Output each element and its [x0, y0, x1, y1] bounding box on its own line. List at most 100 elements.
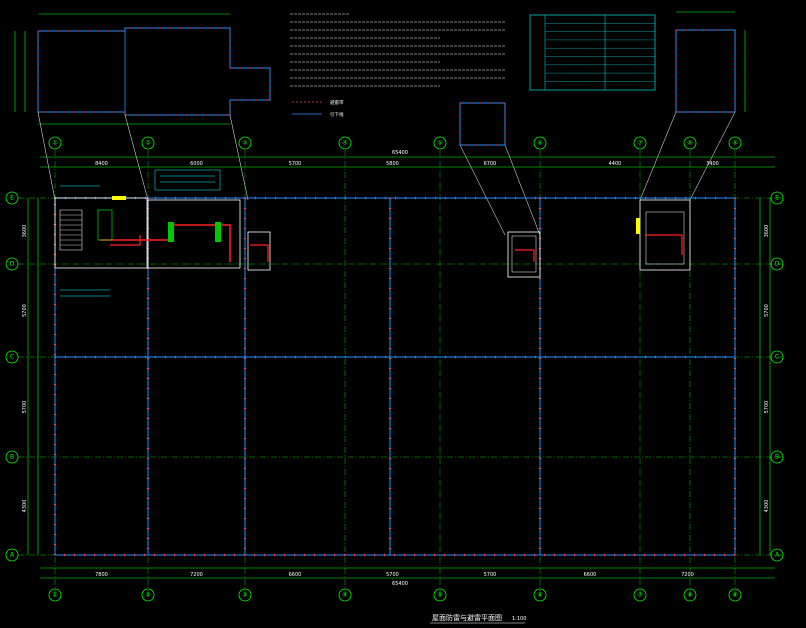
axis-bubble: [770, 350, 784, 364]
axis-bubble: [683, 136, 697, 150]
axis-bubble: [633, 136, 647, 150]
axis-bubble-label: A: [775, 552, 780, 559]
axis-bubble-label: B: [10, 454, 14, 461]
detail-plan-top-left: [14, 13, 271, 125]
axis-bubble-label: E: [775, 195, 779, 202]
callout-lines: [37, 111, 736, 236]
parameter-table: [529, 14, 656, 91]
dimension-text: 8400: [95, 161, 108, 167]
axis-bubble: [5, 257, 19, 271]
axis-bubble: [5, 450, 19, 464]
axis-bubble: [533, 136, 547, 150]
roof-lightning-strips: [53, 196, 737, 557]
axis-bubble-label: ④: [342, 592, 347, 599]
axis-bubble-label: ①: [52, 140, 57, 147]
legend-label-1: 引下线: [330, 111, 344, 118]
axis-bubble: [141, 136, 155, 150]
drawing-scale: 1:100: [512, 616, 526, 622]
axis-bubble-label: ②: [145, 140, 151, 147]
axis-bubble: [433, 136, 447, 150]
legend: 避雷带 引下线: [292, 99, 344, 118]
axis-bubble: [728, 588, 742, 602]
dimension-text: 4300: [764, 500, 770, 513]
dimension-text: 5700: [22, 401, 28, 414]
axis-bubble-label: C: [775, 354, 779, 361]
axis-bubble: [48, 136, 62, 150]
dimension-bottom-total: 65400: [392, 581, 408, 587]
axis-bubble-label: ⑨: [732, 592, 737, 599]
axis-bubble-label: ⑥: [537, 140, 542, 147]
dimension-bottom: 65400 7800 7200 6600 5700 5700 6600 7200: [40, 567, 775, 587]
dimension-text: 6000: [190, 161, 203, 167]
axis-bubble-label: ②: [145, 592, 151, 599]
dimension-text: 7200: [190, 572, 203, 578]
dimension-right: 3600 5700 5700 4300: [759, 198, 771, 555]
axis-bubble: [5, 191, 19, 205]
axis-bubble-label: A: [10, 552, 15, 559]
dimension-text: 6600: [289, 572, 302, 578]
axis-grid: [18, 150, 785, 598]
axis-bubble: [5, 350, 19, 364]
axis-bubble: [770, 257, 784, 271]
axis-bubble: [238, 136, 252, 150]
axis-bubble: [141, 588, 155, 602]
dimension-text: 7200: [681, 572, 694, 578]
axis-bubble: [683, 588, 697, 602]
axis-bubble-label: ③: [242, 592, 247, 599]
axis-bubble-label: ⑦: [637, 140, 643, 147]
axis-bubble-label: ⑥: [537, 592, 542, 599]
axis-bubble: [770, 548, 784, 562]
axis-bubble: [433, 588, 447, 602]
detail-box-center: [459, 102, 506, 146]
drawing-title: 屋面防雷与避雷平面图: [432, 613, 502, 622]
axis-bubble-label: ⑤: [437, 592, 442, 599]
axis-bubble: [338, 588, 352, 602]
dimension-text: 7800: [95, 572, 108, 578]
roof-room-center: [507, 231, 541, 278]
axis-bubble-label: ⑨: [732, 140, 737, 147]
axis-bubble-label: ⑤: [437, 140, 442, 147]
axis-bubble: [770, 450, 784, 464]
dimension-text: 5700: [386, 572, 399, 578]
axis-bubble-label: ⑧: [687, 592, 692, 599]
dimension-left: 3600 5700 5700 4300: [22, 198, 39, 555]
drawing-title-block: 屋面防雷与避雷平面图 1:100: [430, 613, 526, 624]
roof-room-right: [636, 199, 691, 271]
dimension-top-total: 65400: [392, 150, 408, 156]
axis-bubble-label: ①: [52, 592, 57, 599]
axis-bubble: [5, 548, 19, 562]
dimension-text: 3400: [706, 161, 719, 167]
axis-bubble: [238, 588, 252, 602]
axis-bubble: [633, 588, 647, 602]
axis-bubble-label: E: [10, 195, 14, 202]
dimension-text: 5700: [764, 304, 770, 317]
dimension-text: 4300: [22, 500, 28, 513]
dimension-text: 5700: [22, 304, 28, 317]
dimension-text: 6700: [484, 161, 497, 167]
dimension-text: 5800: [386, 161, 399, 167]
legend-label-0: 避雷带: [330, 99, 344, 106]
dimension-text: 3600: [22, 225, 28, 238]
axis-bubble: [728, 136, 742, 150]
dimension-text: 3600: [764, 225, 770, 238]
dimension-text: 5700: [764, 401, 770, 414]
axis-bubble-label: ⑦: [637, 592, 643, 599]
axis-bubble-label: ⑧: [687, 140, 692, 147]
axis-bubble: [533, 588, 547, 602]
axis-bubble: [770, 191, 784, 205]
dimension-text: 4400: [609, 161, 622, 167]
dimension-text: 6600: [584, 572, 597, 578]
dimension-top: 65400 8400 6000 5700 5800 6700 4400 3400: [40, 150, 775, 168]
axis-bubble-label: ④: [342, 140, 347, 147]
axis-bubble-label: D: [775, 261, 780, 268]
stair-room: [54, 169, 271, 297]
detail-box-right: [675, 11, 746, 113]
axis-bubble: [338, 136, 352, 150]
dimension-text: 5700: [289, 161, 302, 167]
dimension-text: 5700: [484, 572, 497, 578]
axis-bubble: [48, 588, 62, 602]
axis-bubble-label: ③: [242, 140, 247, 147]
axis-bubble-label: C: [10, 354, 14, 361]
